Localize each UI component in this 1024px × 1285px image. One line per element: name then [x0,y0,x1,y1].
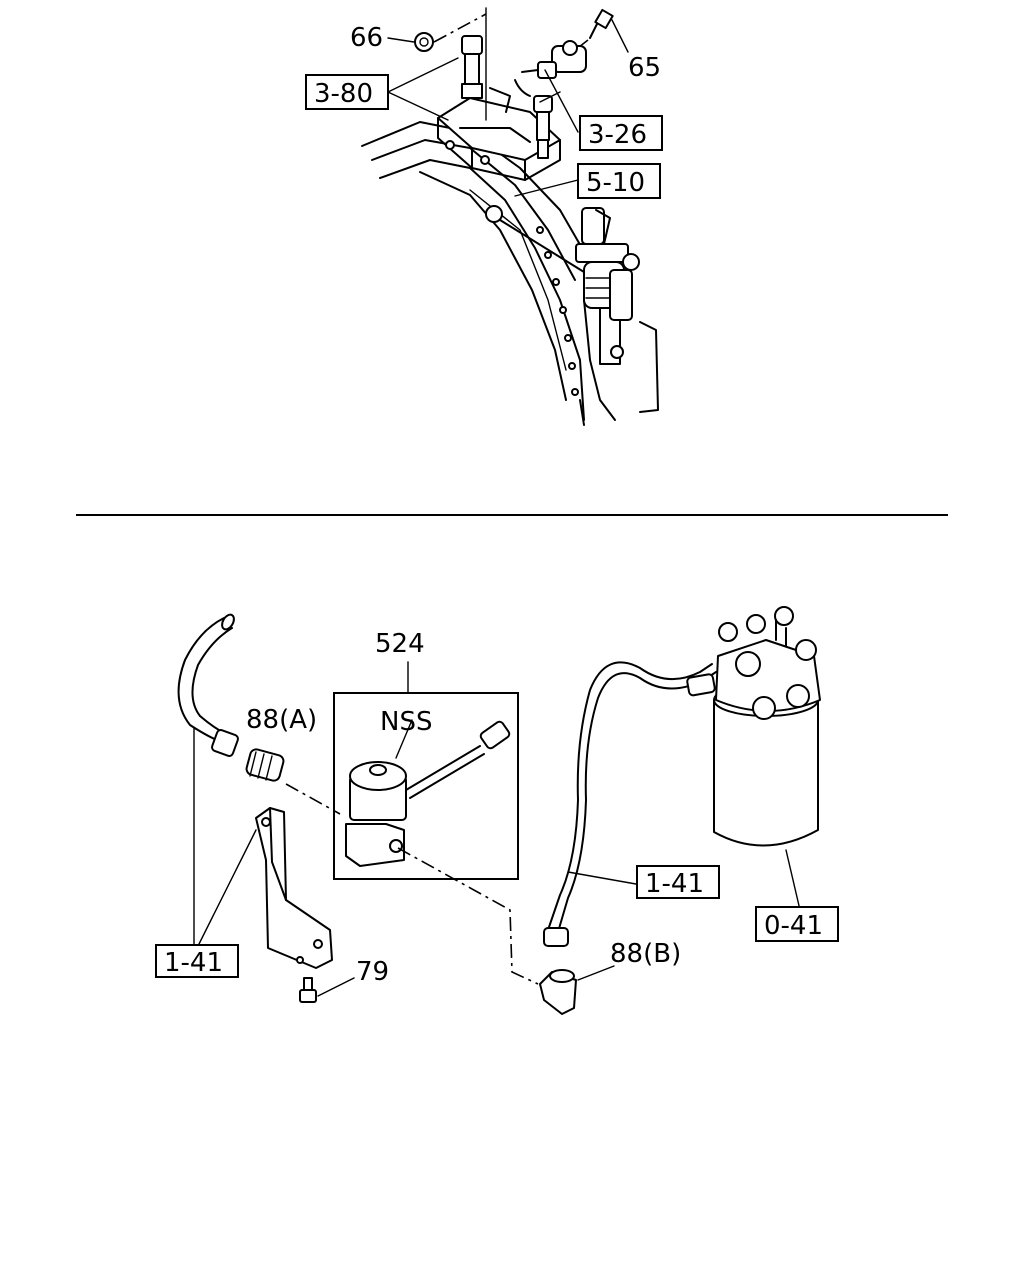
ref-box-3-26[interactable]: 3-26 [579,115,663,151]
mounting-bracket [255,807,333,969]
ref-box-3-80[interactable]: 3-80 [305,74,389,110]
bolt-79 [299,977,355,1003]
bracket-assembly [437,97,561,181]
bottom-leaders [193,727,637,947]
top-view: 66 65 3-80 3-26 5-10 [305,7,663,426]
connection-line [397,847,539,985]
ref-box-0-41[interactable]: 0-41 [755,906,839,942]
valve-fittings [461,35,553,159]
nut-66 [387,7,487,121]
part-524-box [333,661,519,880]
right-pipe [543,661,717,947]
ref-label-5-10: 5-10 [586,168,645,198]
ref-label-1-41-left: 1-41 [164,948,223,978]
fitting-88b [539,965,615,1015]
part-label-nss: NSS [380,707,432,737]
part-label-524: 524 [375,629,425,659]
ref-box-1-41-left[interactable]: 1-41 [155,944,239,978]
part-label-79: 79 [356,957,389,987]
top-leaders [387,57,579,197]
bottom-view: 524 NSS 88(A) 88(B) 79 1-41 1-41 0-41 [155,606,839,1015]
ref-box-5-10[interactable]: 5-10 [577,163,661,199]
damper-assembly [485,205,659,413]
fuel-filter [713,606,821,911]
ref-box-1-41-right[interactable]: 1-41 [636,865,720,899]
frame-rail [361,121,616,426]
solenoid-3-26 [521,40,587,103]
left-pipe [177,613,239,757]
ref-label-0-41: 0-41 [764,911,823,941]
ref-label-1-41-right: 1-41 [645,869,704,899]
part-label-65: 65 [628,53,661,83]
fitting-88a [245,748,341,815]
part-label-88a: 88(A) [246,705,317,735]
part-label-88b: 88(B) [610,939,681,969]
ref-label-3-26: 3-26 [588,120,647,150]
part-label-66: 66 [350,23,383,53]
ref-label-3-80: 3-80 [314,79,373,109]
